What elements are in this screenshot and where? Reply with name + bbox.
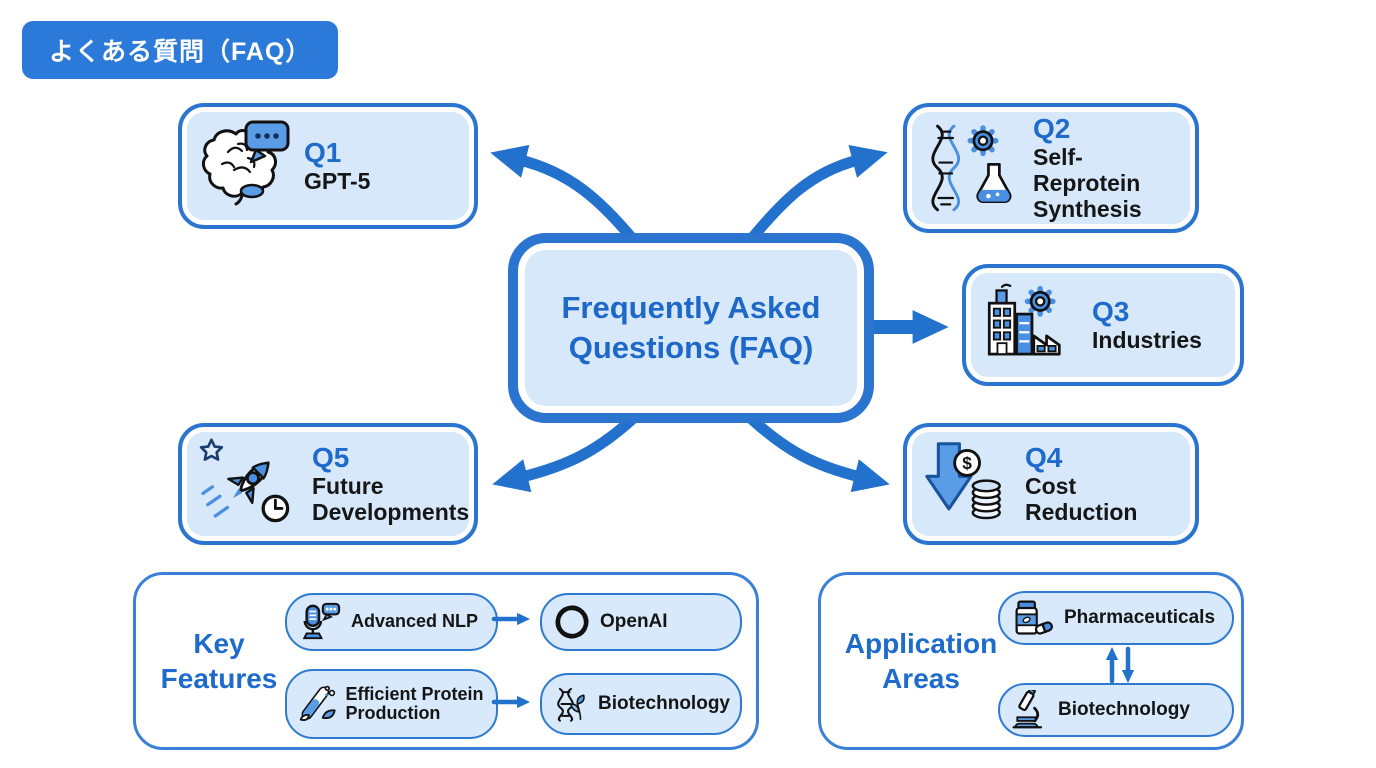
q1-label: GPT-5 xyxy=(304,168,371,195)
target-label: OpenAI xyxy=(600,610,668,632)
pill-bottle-icon xyxy=(1015,600,1053,635)
application-areas-title: Application Areas xyxy=(844,628,998,694)
rocket-star-clock-icon xyxy=(199,438,290,523)
test-tube-leaf-icon xyxy=(299,685,336,721)
target-label: Biotechnology xyxy=(598,692,730,714)
application-areas-panel: Application Areas Pharmaceuticals xyxy=(818,572,1244,750)
biotechnology-feature-pill: Biotechnology xyxy=(540,673,742,735)
area-label: Pharmaceuticals xyxy=(1064,606,1216,628)
key-features-panel: Key Features Advanced NLP xyxy=(133,572,759,750)
feature-pill-protein: Efficient Protein Production xyxy=(285,669,498,739)
pharmaceuticals-pill: Pharmaceuticals xyxy=(998,591,1234,645)
q4-node: $ Q4 Cost Reduction xyxy=(903,423,1199,545)
biotechnology-area-pill: Biotechnology xyxy=(998,683,1234,737)
cost-down-coins-icon: $ xyxy=(925,442,1001,520)
q2-node: Q2 Self-Reprotein Synthesis xyxy=(903,103,1199,233)
q2-id: Q2 xyxy=(1033,113,1071,145)
dna-plant-icon xyxy=(557,687,585,722)
key-features-title: Key Features xyxy=(160,628,278,694)
q4-id: Q4 xyxy=(1025,442,1063,474)
brain-chat-icon xyxy=(201,120,290,206)
feature-pill-advanced-nlp: Advanced NLP xyxy=(285,593,498,651)
q1-id: Q1 xyxy=(304,137,342,169)
openai-logo-icon xyxy=(555,605,589,639)
q5-id: Q5 xyxy=(312,442,350,474)
q2-label: Self-Reprotein Synthesis xyxy=(1033,144,1142,222)
factory-gear-icon xyxy=(987,283,1061,356)
q3-label: Industries xyxy=(1092,327,1202,354)
q3-node: Q3 Industries xyxy=(962,264,1244,386)
q4-label: Cost Reduction xyxy=(1025,473,1138,526)
center-node: Frequently Asked Questions (FAQ) xyxy=(508,233,874,423)
q3-id: Q3 xyxy=(1092,296,1130,328)
feature-label: Advanced NLP xyxy=(351,611,479,632)
center-title: Frequently Asked Questions (FAQ) xyxy=(561,289,821,365)
area-label: Biotechnology xyxy=(1058,698,1190,720)
feature-label: Efficient Protein Production xyxy=(345,683,484,723)
q1-node: Q1 GPT-5 xyxy=(178,103,478,229)
faq-title-badge: よくある質問（FAQ） xyxy=(22,21,339,79)
q5-label: Future Developments xyxy=(312,473,470,526)
microphone-chat-icon xyxy=(302,602,341,640)
dna-gear-flask-icon xyxy=(931,124,1012,212)
svg-text:$: $ xyxy=(962,453,972,473)
openai-pill: OpenAI xyxy=(540,593,742,651)
q5-node: Q5 Future Developments xyxy=(178,423,478,545)
microscope-icon xyxy=(1012,690,1043,729)
